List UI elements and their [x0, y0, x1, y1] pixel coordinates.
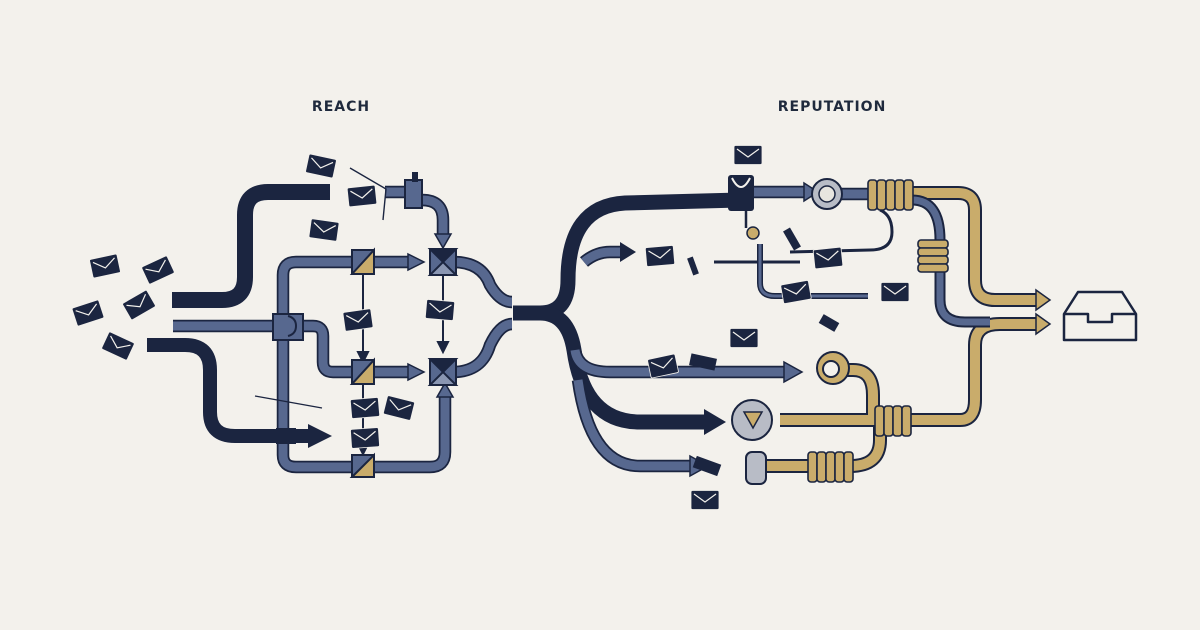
arrowhead-navy-bottom [308, 424, 332, 448]
reputation-network [513, 144, 1138, 511]
reputation-label: REPUTATION [777, 99, 887, 115]
filter-valve-icon [728, 175, 850, 485]
inbox-tray-icon [1062, 290, 1138, 342]
reach-label: REACH [311, 99, 371, 115]
coil-icon [807, 179, 949, 483]
junction-block [272, 313, 304, 341]
pipe-navy-bottom [147, 338, 310, 443]
reach-network [71, 153, 513, 478]
pipe-navy-top [172, 184, 330, 308]
